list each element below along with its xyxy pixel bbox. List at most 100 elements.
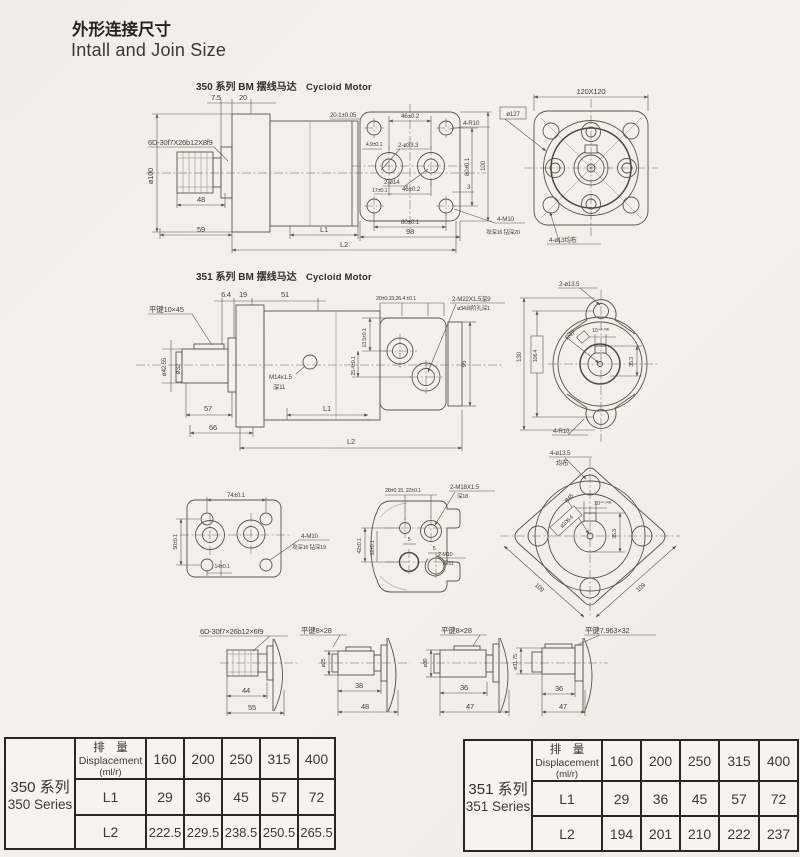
section-350-heading: 350 系列 BM 摆线马达 Cycloid Motor (196, 80, 372, 93)
label-row3-4M10: 4-M10 (301, 533, 319, 540)
dim-350-46top: 46±0.2 (401, 113, 420, 120)
table-cell: 160 (601, 739, 642, 782)
shaft-option-spline: 6D-30f7×26b12×6f9 44 55 (199, 627, 298, 716)
view-350-flange: 120X120 4-ø13均布 (524, 87, 658, 245)
label-diamond-holes2: 均布 (556, 458, 568, 467)
shaft2-dim1: 38 (355, 681, 363, 690)
table-cell: 29 (145, 778, 185, 816)
label-row3-2M10: 2-M10 (438, 552, 453, 558)
table-cell: 72 (758, 780, 799, 817)
table-cell: 57 (259, 778, 299, 816)
table-351-series: 351 系列 351 Series 排 量 Displacement (ml/r… (463, 739, 799, 852)
label-350-4M10-note: 攻深16 钻深20 (486, 228, 520, 236)
dim-row3-5a: 5 (408, 537, 411, 543)
shaft4-dia: ø31.75 (513, 654, 519, 670)
dim-350-201: 20.1±0.05 (330, 112, 357, 119)
section-351-heading: 351 系列 BM 摆线马达 Cycloid Motor (196, 270, 372, 283)
dim-diamond-353: 35.3 (612, 529, 618, 539)
dim-351-353: 35.3 (629, 357, 635, 367)
dim-351-L2: L2 (347, 437, 355, 446)
label-row3-M18: 2-M18X1.5 (450, 484, 480, 491)
shaft3-dim2: 47 (466, 702, 474, 711)
shaft1-dim1: 44 (242, 686, 250, 695)
dim-351-dia32: ø32 (175, 363, 182, 374)
shaft4-dim2: 47 (559, 702, 567, 711)
label-351-2holes: 2-ø13.5 (559, 281, 580, 288)
shaft4-dim1: 36 (555, 684, 563, 693)
table-350-L1-label: L1 (74, 778, 147, 816)
table-cell: 250.5 (259, 814, 299, 850)
dim-351-dia4255: ø42.55 (161, 357, 168, 376)
table-350-header-cell: 排 量 Displacement (ml/r) (74, 737, 147, 780)
table-351-series-en: 351 Series (465, 798, 531, 814)
table-350-series: 350 系列 350 Series 排 量 Displacement (ml/r… (4, 737, 336, 850)
shaft-option-key25: 平键8×28 ø25 38 48 (300, 625, 410, 716)
dim-351-135: 13.5±0.1 (362, 328, 368, 348)
dim-diamond-keyway: 10⁺⁰·⁰³⁶ (594, 500, 611, 507)
dim-350-48: 48 (197, 195, 205, 204)
dim-row3-74: 74±0.1 (227, 492, 246, 499)
table-cell: 265.5 (297, 814, 336, 850)
dim-350-49: 4.9±0.1 (366, 142, 383, 148)
dim-350-80right: 80±0.1 (464, 157, 471, 176)
dim-350-dia100: ø100 (146, 168, 155, 184)
label-350-4M10: 4-M10 (497, 216, 515, 223)
dim-350-120x120: 120X120 (577, 87, 606, 96)
label-diamond-holes: 4-ø13.5 (550, 450, 571, 457)
shaft1-label: 6D-30f7×26b12×6f9 (200, 627, 263, 636)
table-351-header-cell: 排 量 Displacement (ml/r) (531, 739, 603, 782)
table-cell: 29 (601, 780, 642, 817)
shaft-option-key30: 平键8×28 ø30 36 47 (420, 625, 522, 716)
table-cell: 45 (679, 780, 720, 817)
table-351-L2-label: L2 (531, 815, 603, 852)
table-cell: 315 (718, 739, 760, 782)
dim-351-top: 20±0.15;26.4 ±0.1 (376, 296, 416, 302)
table-351-series-cn: 351 系列 (468, 780, 528, 798)
dim-351-19: 19 (239, 290, 247, 299)
label-351-drain: M14x1.5 (269, 374, 292, 381)
table-cell: 400 (758, 739, 799, 782)
dim-351-64: 6.4 (221, 290, 231, 299)
label-row3-M18-depth: 深18 (457, 492, 468, 500)
label-350-ports: 2-ø33.3 (398, 142, 419, 149)
dim-350-3: 3 (467, 184, 471, 191)
dim-351-254: 25.4±0.1 (351, 356, 357, 376)
label-350-holes: 2-ø14 (384, 179, 400, 186)
label-351-4R10: 4-R10 (553, 428, 570, 435)
dim-row3-14: 14±0.1 (214, 564, 229, 570)
label-351-ports: 2-M22X1.5深9 (452, 294, 491, 303)
shaft3-dim1: 36 (460, 683, 468, 692)
table-351-series-cell: 351 系列 351 Series (463, 739, 533, 852)
table-cell: 250 (221, 737, 261, 780)
label-row3-4M10-note: 攻深16 钻深19 (292, 543, 326, 551)
dim-diamond-R48: R48 (564, 493, 575, 504)
table-cell: 36 (640, 780, 681, 817)
table-cell: 201 (640, 815, 681, 852)
table-cell: 200 (183, 737, 223, 780)
dim-350-7p5: 7.5 (211, 93, 221, 102)
table-351-header-cn: 排 量 (549, 744, 585, 756)
table-350-header-en: Displacement (78, 755, 143, 767)
shaft3-label: 平键8×28 (441, 625, 472, 635)
dim-row3-50: 50±0.1 (173, 534, 179, 549)
dim-351-95: 95 (461, 360, 468, 367)
dim-350-46bot: 46±0.2 (402, 186, 421, 193)
dim-diamond-109R: 109 (635, 582, 648, 594)
label-351-key: 平键10×45 (149, 304, 184, 314)
table-cell: 194 (601, 815, 642, 852)
dim-351-L1: L1 (323, 404, 331, 413)
table-350-header-cn: 排 量 (93, 742, 128, 754)
label-350-gauge127: ø127 (506, 111, 520, 118)
table-351-L1-label: L1 (531, 780, 603, 817)
table-cell: 200 (640, 739, 681, 782)
dim-row3-351top: 20±0.15, 22±0.1 (385, 488, 421, 494)
table-cell: 237 (758, 815, 799, 852)
dim-350-80bot: 80±0.1 (401, 219, 420, 226)
dim-350-L1: L1 (320, 225, 328, 234)
view-350-side: 7.5 20 ø100 6D-30f7X26b12X8f9 48 59 L1 (146, 93, 486, 253)
table-350-header-unit: (ml/r) (99, 767, 122, 778)
view-row3-diamond: 4-ø13.5 均布 R48 ø106.4 10⁺⁰·⁰³⁶ 35.3 109 … (500, 450, 680, 618)
view-351-side: 6.4 19 51 平键10×45 ø42.55 ø32 57 66 (136, 290, 505, 451)
